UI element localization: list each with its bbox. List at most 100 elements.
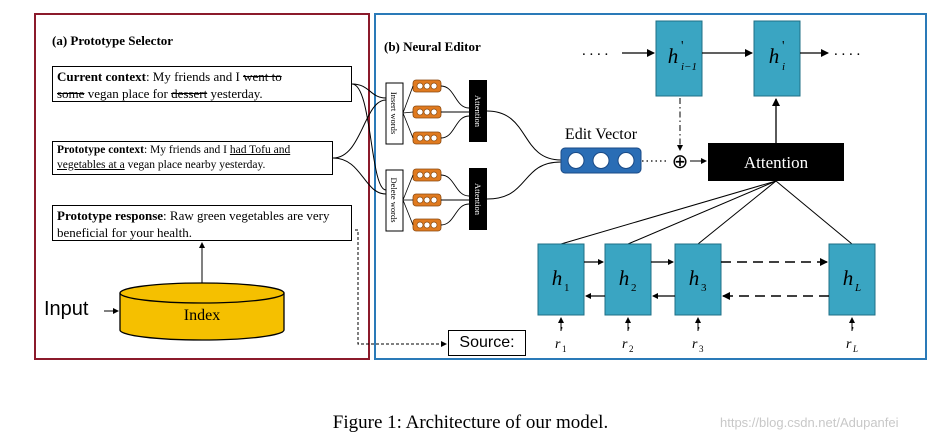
decoder-state-prev-sub: i−1 — [681, 61, 697, 73]
encoder-node-2-base: h — [619, 266, 630, 290]
words-to-cell-line — [402, 174, 414, 201]
delete-words-box: Delete words — [385, 169, 404, 232]
neural-editor-title: (b) Neural Editor — [384, 39, 481, 54]
index-label: Index — [184, 307, 220, 324]
current-context-label: Current context — [57, 69, 146, 84]
prototype-selector-title: (a) Prototype Selector — [52, 33, 174, 48]
insert-cell-line-3 — [440, 115, 470, 139]
watermark: https://blog.csdn.net/Adupanfei — [720, 415, 899, 430]
encoder-input-L-sub: L — [852, 344, 858, 354]
decoder-state-prev-sup: ' — [681, 39, 684, 54]
prototype-response-label: Prototype response — [57, 208, 164, 223]
prototype-response-box: Prototype response: Raw green vegetables… — [52, 205, 352, 241]
prototype-selector-panel — [34, 13, 370, 360]
encoder-node-2-sub: 2 — [631, 282, 637, 294]
encoder-input-3-sup: ' — [698, 326, 700, 337]
edit-vector-label: Edit Vector — [565, 126, 638, 143]
decoder-state-prev-base: h — [668, 44, 679, 68]
prototype-context-underlined-2: vegetables at a — [57, 159, 125, 171]
attention-to-hL — [775, 180, 853, 245]
prototype-to-delete-curve — [332, 157, 387, 195]
current-to-delete-curve — [351, 83, 387, 191]
insert-words-label: Insert words — [389, 92, 399, 134]
encoder-input-2: r ' 2 — [622, 317, 634, 354]
insert-words-box: Insert words — [385, 82, 404, 145]
encoder-node-2: h 2 — [604, 243, 652, 316]
encoder-input-3-sub: 3 — [699, 344, 704, 354]
input-label: Input — [44, 298, 89, 320]
plus-operator: ⊕ — [672, 151, 689, 173]
encoder-input-3-base: r — [692, 337, 698, 352]
current-context-box: Current context: My friends and I went t… — [52, 66, 352, 102]
current-context-text-2: vegan place for — [84, 86, 172, 101]
current-context-struck-1: went to — [243, 69, 282, 84]
encoder-input-2-sup: ' — [628, 326, 630, 337]
neural-editor-panel — [374, 13, 927, 360]
delete-words-label: Delete words — [389, 177, 399, 222]
encoder-input-2-sub: 2 — [629, 344, 634, 354]
delete-attention-label: Attention — [473, 183, 483, 216]
current-context-struck-3: dessert — [171, 86, 208, 101]
word-embedding-cell — [412, 168, 442, 182]
encoder-node-1-sub: 1 — [564, 282, 570, 294]
prototype-to-insert-curve — [332, 99, 387, 159]
encoder-input-2-base: r — [622, 337, 628, 352]
prototype-context-text-1: : My friends and I — [143, 144, 230, 156]
prototype-context-box: Prototype context: My friends and I had … — [52, 141, 333, 175]
attention-to-h1 — [560, 180, 777, 245]
encoder-input-1: r ' 1 — [555, 317, 567, 354]
delete-cell-line-3 — [440, 203, 470, 226]
encoder-node-L-sub: L — [854, 282, 861, 294]
encoder-node-1: h 1 — [537, 243, 585, 316]
words-to-cell-line — [402, 112, 414, 139]
word-embedding-cell — [412, 193, 442, 207]
dots-left: . . . . — [582, 43, 608, 59]
word-embedding-cell — [412, 105, 442, 119]
delete-attention-to-edit-vector — [486, 161, 562, 200]
source-box: Source: — [448, 330, 526, 356]
encoder-input-1-sup: ' — [561, 326, 563, 337]
words-to-cell-line — [402, 199, 414, 226]
main-attention-label: Attention — [744, 153, 809, 172]
current-context-struck-2: some — [57, 86, 85, 101]
encoder-input-L-sup: ' — [852, 326, 854, 337]
encoder-node-3: h 3 — [674, 243, 722, 316]
encoder-node-L-base: h — [843, 266, 854, 290]
encoder-node-3-sub: 3 — [701, 282, 707, 294]
current-context-text-1: : My friends and I — [145, 69, 244, 84]
encoder-node-1-base: h — [552, 266, 563, 290]
current-to-insert-curve — [351, 83, 387, 99]
encoder-input-3: r ' 3 — [692, 317, 704, 354]
insert-cell-line-1 — [440, 85, 470, 109]
insert-attention-block: Attention — [469, 80, 487, 142]
encoder-input-1-base: r — [555, 337, 561, 352]
delete-cell-line-1 — [440, 174, 470, 197]
insert-attention-label: Attention — [473, 95, 483, 128]
words-to-cell-line — [402, 85, 414, 114]
figure-caption: Figure 1: Architecture of our model. — [332, 412, 609, 433]
encoder-node-L: h L — [828, 243, 876, 316]
dots-right: . . . . — [834, 43, 860, 59]
decoder-state-current: h ' i — [753, 20, 801, 97]
word-embedding-cell — [412, 79, 442, 93]
word-embedding-cells — [402, 79, 442, 232]
prototype-response-text: : Raw green vegetables are very benefici… — [57, 208, 330, 240]
delete-attention-block: Attention — [469, 168, 487, 230]
prototype-context-label: Prototype context — [57, 144, 144, 156]
attention-to-h3 — [697, 180, 777, 245]
encoder-nodes: h 1 h 2 h 3 h L — [537, 243, 876, 316]
encoder-node-3-base: h — [689, 266, 700, 290]
encoder-input-L: r ' L — [846, 317, 858, 354]
current-context-text-3: yesterday. — [207, 86, 263, 101]
index-cylinder: Index — [119, 282, 285, 341]
response-to-source-dashed — [355, 229, 447, 347]
decoder-state-current-sub: i — [782, 61, 785, 73]
word-embedding-cell — [412, 218, 442, 232]
encoder-input-1-sub: 1 — [562, 344, 567, 354]
prototype-context-underlined-1: had Tofu and — [229, 144, 291, 156]
words-to-cell-line — [402, 111, 414, 114]
insert-attention-to-edit-vector — [486, 110, 562, 161]
main-attention-block: Attention — [708, 143, 844, 181]
decoder-state-current-sup: ' — [782, 39, 785, 54]
